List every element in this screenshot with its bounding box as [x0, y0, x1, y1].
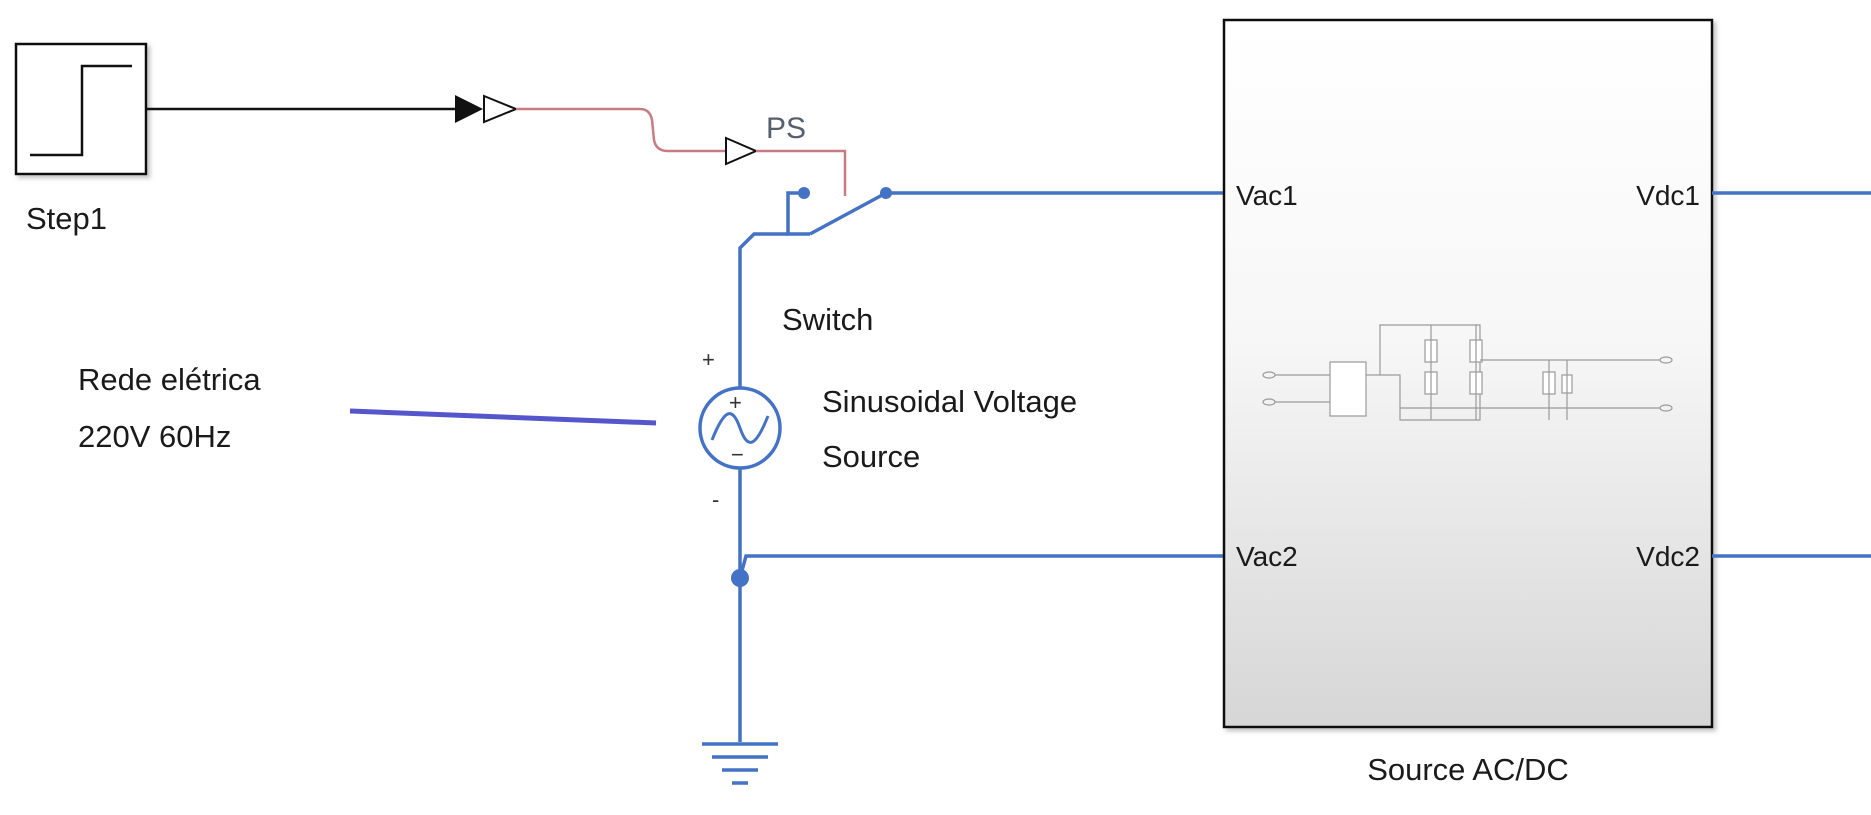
- ps-switch-link: [756, 149, 847, 196]
- source-label-line2: Source: [822, 439, 920, 474]
- wire-switch-to-source-plus[interactable]: [738, 232, 788, 388]
- switch-block[interactable]: [786, 187, 892, 236]
- subsystem-port-vdc2: Vdc2: [1636, 541, 1700, 572]
- subsystem-port-vac1: Vac1: [1236, 180, 1298, 211]
- source-plus-terminal-label: +: [702, 347, 715, 372]
- ps-control-wire[interactable]: [516, 107, 725, 153]
- step-block-label: Step1: [26, 201, 107, 236]
- annotation-line1: Rede elétrica: [78, 362, 261, 397]
- switch-lever: [809, 191, 887, 236]
- ps-converter-icon: [483, 94, 519, 124]
- annotation-line2: 220V 60Hz: [78, 419, 231, 454]
- switch-block-label: Switch: [782, 302, 873, 337]
- subsystem-preview-icon: [1262, 324, 1673, 421]
- signal-arrow-icon: [455, 95, 483, 123]
- wire-junction-to-vac2[interactable]: [738, 554, 1224, 579]
- source-label-line1: Sinusoidal Voltage: [822, 384, 1077, 419]
- step-block[interactable]: [14, 42, 148, 176]
- source-minus-terminal-label: -: [712, 487, 719, 512]
- sine-wave-icon: [710, 412, 770, 444]
- ground-icon[interactable]: [702, 742, 778, 785]
- source-inner-minus: −: [731, 442, 744, 467]
- source-acdc-subsystem-block[interactable]: [1222, 18, 1714, 729]
- step-icon: [30, 64, 132, 157]
- ps-input-port-icon: [725, 136, 759, 166]
- subsystem-port-vdc1: Vdc1: [1636, 180, 1700, 211]
- subsystem-block-label: Source AC/DC: [1367, 752, 1569, 787]
- switch-ps-label: PS: [766, 112, 806, 145]
- source-inner-plus: +: [729, 390, 742, 415]
- step-signal-line[interactable]: [146, 95, 483, 123]
- annotation-pointer-line: [349, 408, 657, 426]
- subsystem-port-vac2: Vac2: [1236, 541, 1298, 572]
